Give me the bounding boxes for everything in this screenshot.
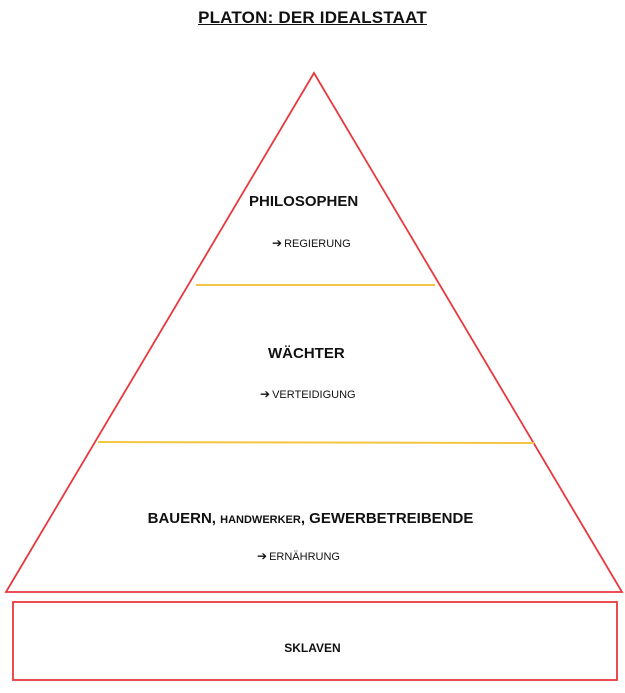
arrow-right-icon: ➔ — [272, 236, 283, 250]
level-philosophers: PHILOSOPHEN — [249, 193, 379, 210]
level-guardians-name: WÄCHTER — [268, 345, 345, 362]
level-producers-name-part1: BAUERN, — [147, 510, 221, 527]
base-label: SKLAVEN — [284, 641, 341, 655]
level-philosophers-name: PHILOSOPHEN — [249, 193, 359, 210]
level-producers: BAUERN, HANDWERKER, GEWERBETREIBENDE — [0, 510, 625, 527]
divider-middle — [97, 441, 535, 444]
page-title: PLATON: DER IDEALSTAAT — [198, 8, 427, 27]
level-producers-role: ERNÄHRUNG — [269, 551, 340, 563]
level-producers-name-part2: HANDWERKER — [220, 514, 301, 526]
level-producers-name-part3: , GEWERBETREIBENDE — [300, 510, 474, 527]
arrow-right-icon: ➔ — [257, 549, 268, 563]
level-producers-name: BAUERN, HANDWERKER, GEWERBETREIBENDE — [0, 510, 625, 527]
level-philosophers-role: REGIERUNG — [284, 238, 351, 250]
pyramid-outline — [4, 71, 624, 593]
level-guardians-role: VERTEIDIGUNG — [272, 389, 356, 401]
base-box — [12, 601, 618, 681]
level-guardians: WÄCHTER — [268, 345, 345, 362]
level-philosophers-role-row: ➔REGIERUNG — [272, 234, 351, 252]
level-producers-role-row: ➔ERNÄHRUNG — [257, 547, 340, 565]
arrow-right-icon: ➔ — [260, 387, 271, 401]
level-guardians-role-row: ➔VERTEIDIGUNG — [260, 385, 356, 403]
